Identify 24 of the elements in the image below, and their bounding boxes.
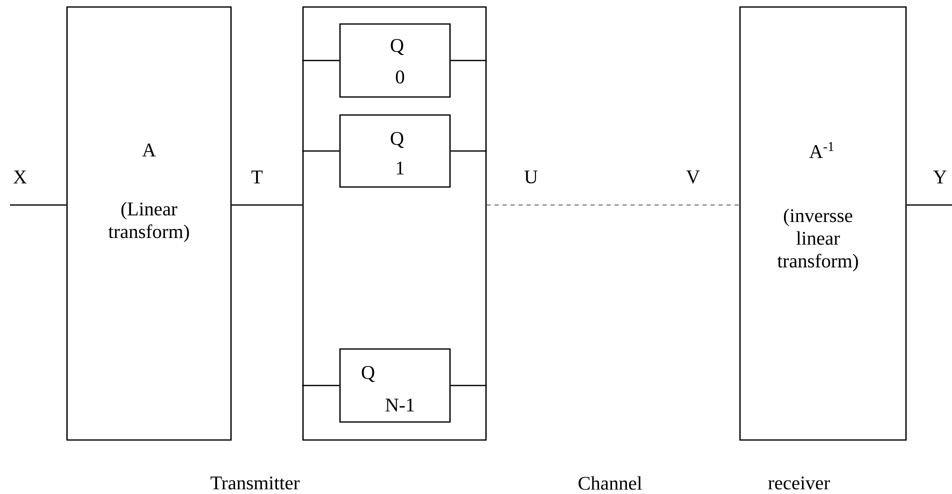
connector-line <box>450 150 487 152</box>
connector-line <box>232 204 302 206</box>
transform-box: A$^{-1}$ (inversse linear transform) <box>739 6 907 441</box>
section-label: receiver <box>768 476 830 490</box>
connector-line <box>486 204 740 206</box>
connector-line <box>302 384 340 386</box>
signal-label: X <box>13 170 27 184</box>
section-label: Transmitter <box>210 476 300 490</box>
quantizer-bank-box <box>302 6 487 441</box>
connector-line <box>906 204 952 206</box>
transform-box: A (Linear transform) <box>66 6 232 441</box>
signal-label: U <box>524 170 538 184</box>
quantizer-box: Q 0 <box>339 23 451 98</box>
quantizer-box: Q N-1 <box>339 348 451 423</box>
signal-label: Y <box>933 170 947 184</box>
connector-line <box>10 204 66 206</box>
connector-line <box>450 384 487 386</box>
quantizer-box: Q 1 <box>339 114 451 188</box>
section-label: Channel <box>578 476 642 490</box>
connector-line <box>302 60 340 62</box>
connector-line <box>450 60 487 62</box>
signal-label: V <box>686 170 700 184</box>
connector-line <box>302 150 340 152</box>
signal-label: T <box>251 170 263 184</box>
